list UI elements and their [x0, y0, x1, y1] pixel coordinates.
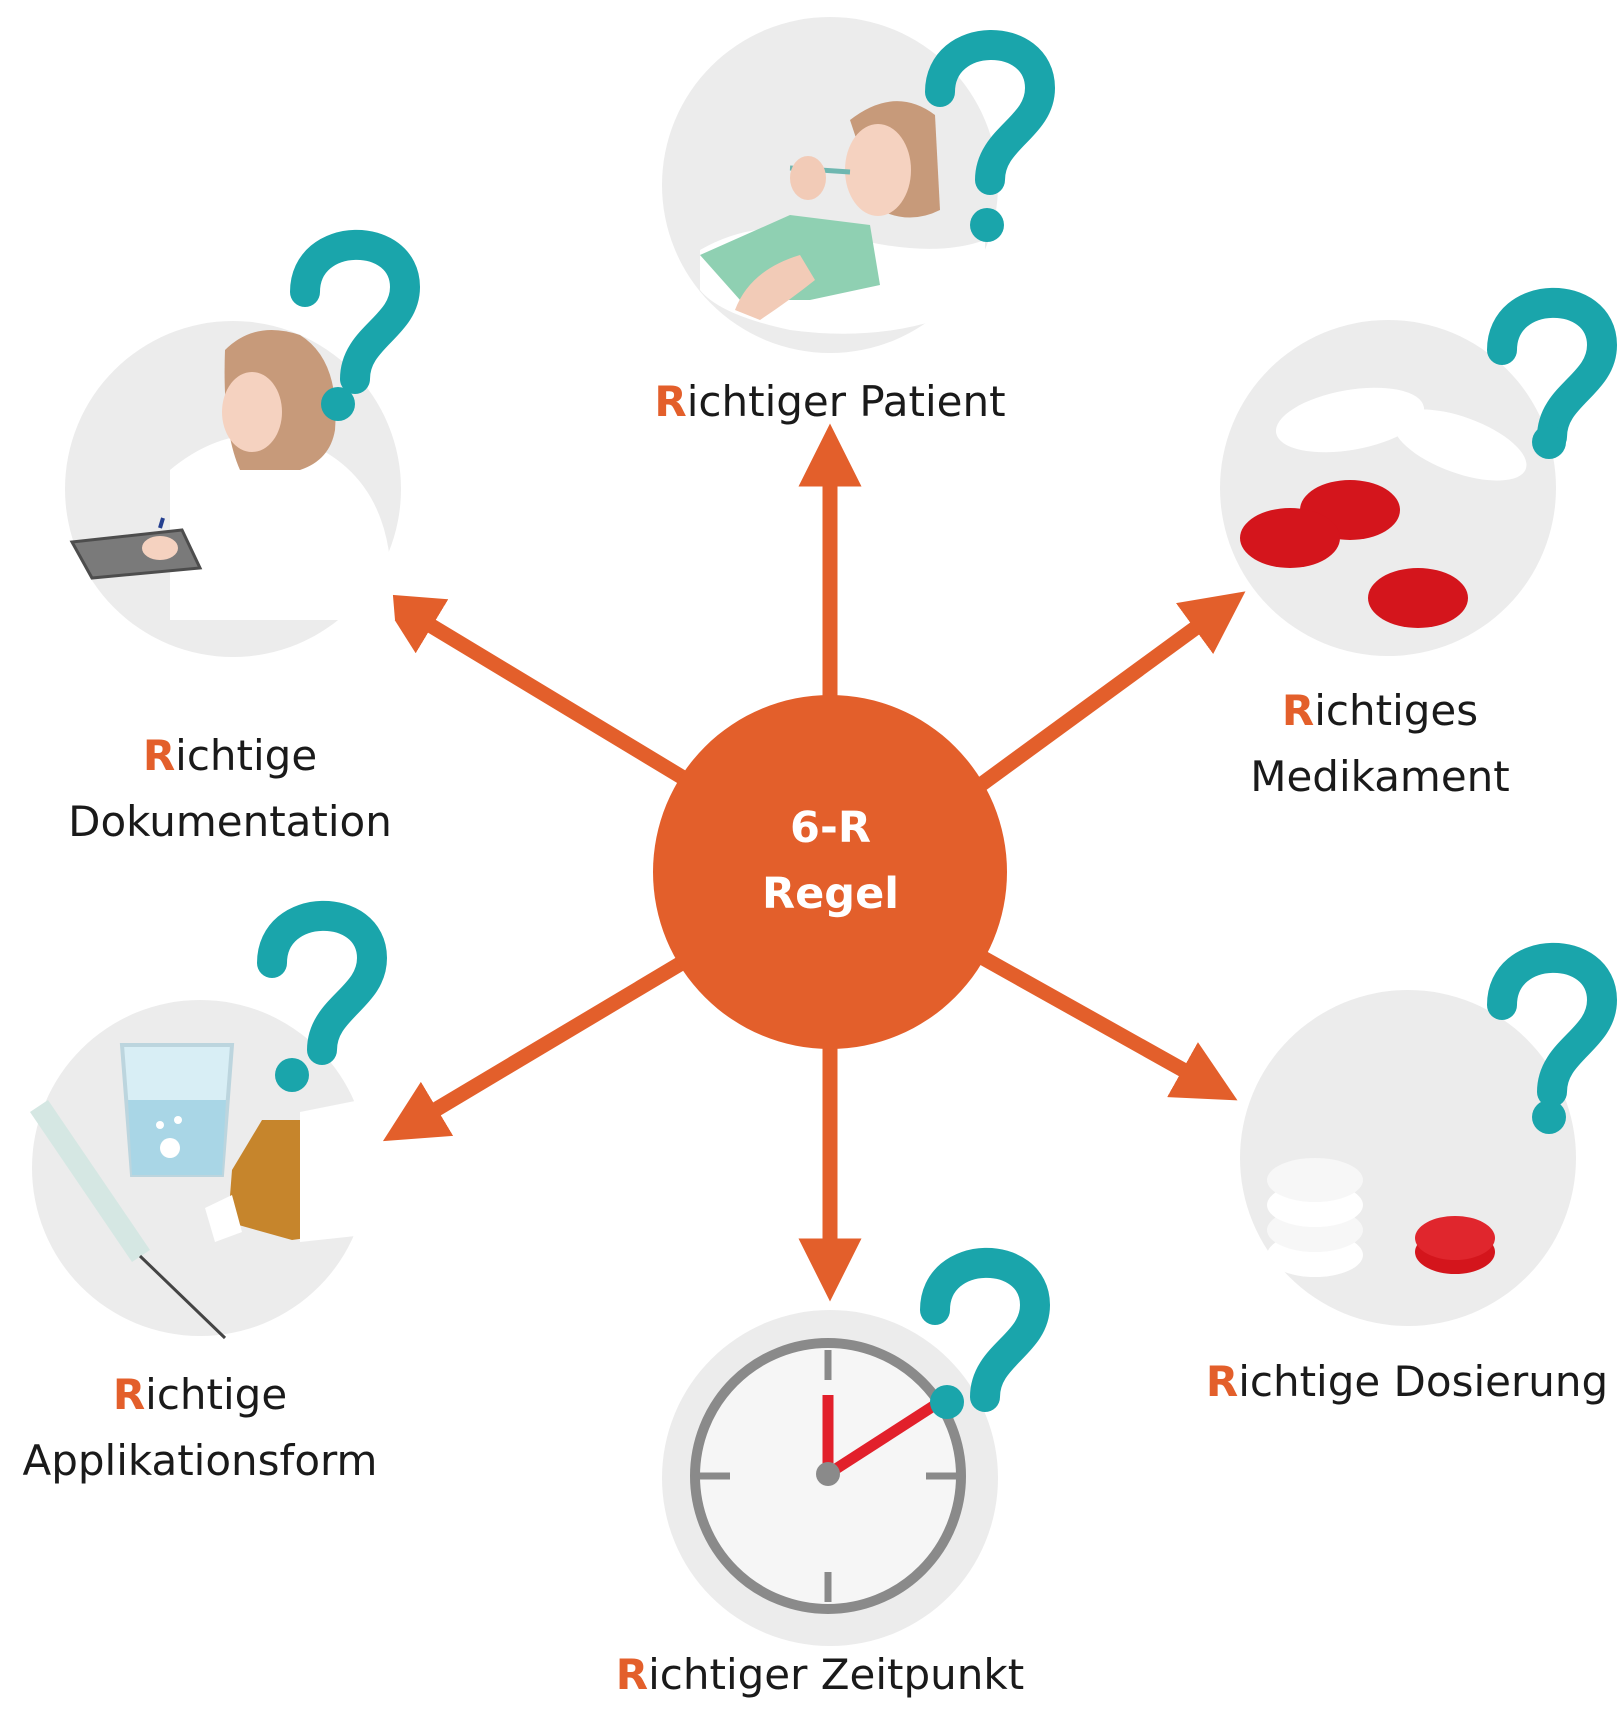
pills-icon	[1220, 320, 1556, 656]
hub-title-line-1: 6-R	[790, 803, 871, 853]
label-richtiger-patient: Richtiger Patient	[654, 377, 1006, 426]
nurse-clipboard-icon	[65, 321, 401, 657]
stacked-tablets-icon	[1240, 990, 1576, 1326]
clock-icon	[662, 1310, 998, 1646]
label-richtige-dokumentation: Richtige Dokumentation	[68, 731, 392, 846]
hub-title-line-2: Regel	[762, 869, 899, 919]
question-mark-icon	[1487, 287, 1617, 459]
arrow-to-medikament	[955, 591, 1246, 807]
label-richtige-dosierung: Richtige Dosierung	[1205, 1357, 1609, 1406]
arrows	[378, 423, 1246, 1302]
patient-in-bed-icon	[662, 17, 998, 353]
label-richtiger-zeitpunkt: Richtiger Zeitpunkt	[615, 1650, 1025, 1699]
hub-circle	[653, 695, 1007, 1049]
arrow-to-dosierung	[956, 938, 1238, 1101]
arrow-to-dokumentation	[378, 593, 699, 792]
label-richtiges-medikament: Richtiges Medikament	[1250, 686, 1510, 801]
arrow-to-applikationsform	[382, 948, 699, 1142]
question-mark-icon	[925, 30, 1056, 242]
question-mark-icon	[920, 1247, 1051, 1419]
question-mark-icon	[257, 900, 388, 1092]
question-mark-icon	[290, 229, 421, 421]
question-mark-icon	[1487, 942, 1617, 1134]
label-richtige-applikationsform: Richtige Applikationsform	[22, 1370, 378, 1485]
